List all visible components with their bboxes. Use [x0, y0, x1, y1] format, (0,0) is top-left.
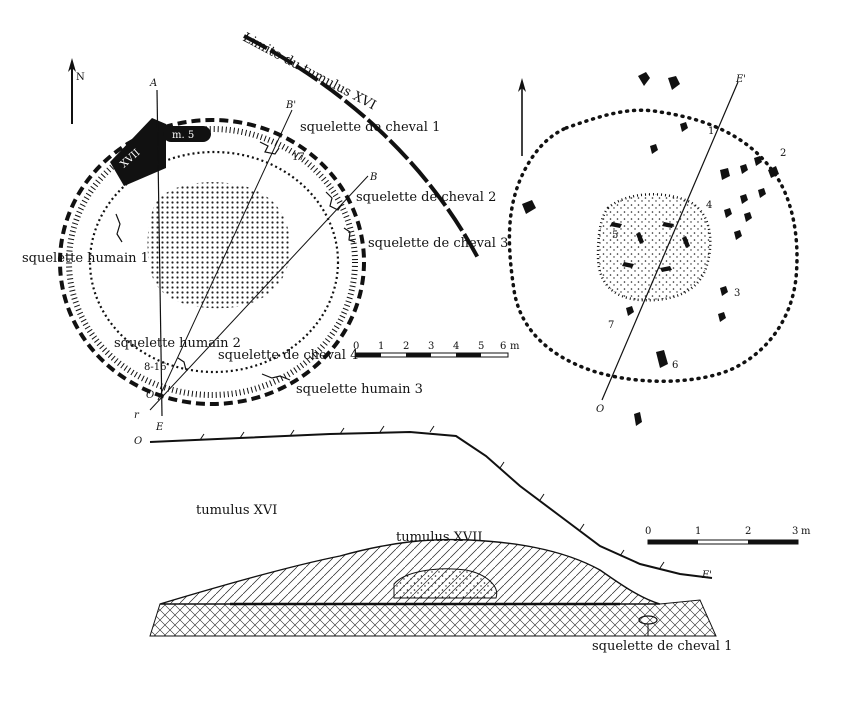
scale-left-tick: 6 — [500, 341, 506, 352]
scale-bar-right: 0 1 2 3 m — [645, 526, 811, 545]
axis-b-prime: B' — [285, 100, 296, 111]
stone-number: 2 — [780, 148, 786, 159]
mound-hatched-body — [159, 538, 661, 605]
axis-a: A — [149, 78, 157, 89]
north-arrow-right-icon — [518, 78, 526, 156]
human3-mark — [261, 373, 291, 381]
horse3-mark — [343, 227, 356, 243]
scale-right-tick: 1 — [695, 526, 701, 537]
scale-left-unit: m — [510, 341, 520, 352]
stone-number: 7 — [608, 320, 614, 331]
axis-o-right: O — [596, 404, 604, 415]
axis-o-b — [149, 175, 369, 411]
tumulus-xvi-limit-arc — [243, 34, 480, 259]
ground-surface-line — [149, 430, 713, 579]
horse1-mark — [259, 141, 280, 155]
north-arrow-icon: N — [68, 58, 85, 124]
ground-grass-ticks — [199, 425, 665, 569]
stone-cluster — [522, 72, 779, 426]
axis-o: O — [146, 390, 154, 401]
section-horse1-mark — [638, 615, 658, 636]
label-horse1: squelette de cheval 1 — [300, 120, 440, 135]
number-17: 17 — [292, 152, 305, 163]
scale-left-tick: 2 — [403, 341, 409, 352]
stone-number: 3 — [734, 288, 740, 299]
section-label-horse1: squelette de cheval 1 — [592, 639, 732, 654]
axis-r: r — [134, 410, 140, 421]
scale-left-tick: 1 — [378, 341, 384, 352]
axis-e: E — [155, 422, 164, 433]
section-axis-o: O — [134, 436, 142, 447]
stone-number: 6 — [672, 360, 678, 371]
scale-left-tick: 0 — [353, 341, 359, 352]
label-horse4: squelette de cheval 4 — [218, 348, 358, 363]
axis-e-prime: E' — [735, 74, 746, 85]
stone-number: 4 — [706, 200, 712, 211]
human2-mark — [177, 357, 187, 371]
human1-mark — [115, 213, 123, 243]
label-horse2: squelette de cheval 2 — [356, 190, 496, 205]
scale-bar-left: 0 1 2 3 4 5 6 m — [353, 341, 520, 358]
scale-right-tick: 0 — [645, 526, 651, 537]
label-horse3: squelette de cheval 3 — [368, 236, 508, 251]
mound-dotted-core — [393, 568, 498, 599]
ticked-ring — [66, 126, 358, 398]
number-8-16: 8-16 — [144, 362, 166, 373]
mound-label: m. 5 — [172, 130, 194, 141]
axis-b: B — [369, 172, 377, 183]
stone-number: 5 — [612, 230, 618, 241]
subsoil-crosshatch — [149, 599, 717, 637]
scale-left-tick: 4 — [453, 341, 459, 352]
section: O E' tumulus XVI tumulus XVII squelette … — [134, 425, 811, 654]
label-human3: squelette humain 3 — [296, 382, 423, 397]
axis-a-e — [156, 89, 163, 417]
label-human1: squelette humain 1 — [22, 251, 149, 266]
outer-dotted-outline — [507, 108, 799, 383]
limit-label: Limite du tumulus XVI — [240, 30, 378, 113]
scale-left-tick: 5 — [478, 341, 484, 352]
inner-dotted-circle — [88, 150, 340, 374]
section-axis-e-prime: E' — [701, 570, 712, 581]
outer-dashed-circle — [58, 118, 366, 406]
scale-left-tick: 3 — [428, 341, 434, 352]
scale-right-unit: m — [801, 526, 811, 537]
mound-m5: m. 5 — [163, 126, 211, 142]
stone-number: 1 — [708, 126, 714, 137]
axis-o-e-prime — [601, 81, 739, 401]
inner-dotted-outline — [596, 193, 712, 302]
north-letter: N — [76, 72, 85, 83]
burial-xvii: XVII — [110, 118, 166, 186]
plan-right: E' O 1 — [507, 72, 799, 426]
label-human2: squelette humain 2 — [114, 336, 241, 351]
scale-right-tick: 3 — [792, 526, 798, 537]
horse2-mark — [325, 191, 343, 211]
axis-o-b-prime — [157, 109, 293, 401]
central-dotted-area — [147, 182, 291, 309]
scale-right-tick: 2 — [745, 526, 751, 537]
plan-left: N XVII m. 5 A E B B' O r 17 — [22, 30, 520, 433]
label-tumulus-xvi: tumulus XVI — [196, 503, 277, 518]
